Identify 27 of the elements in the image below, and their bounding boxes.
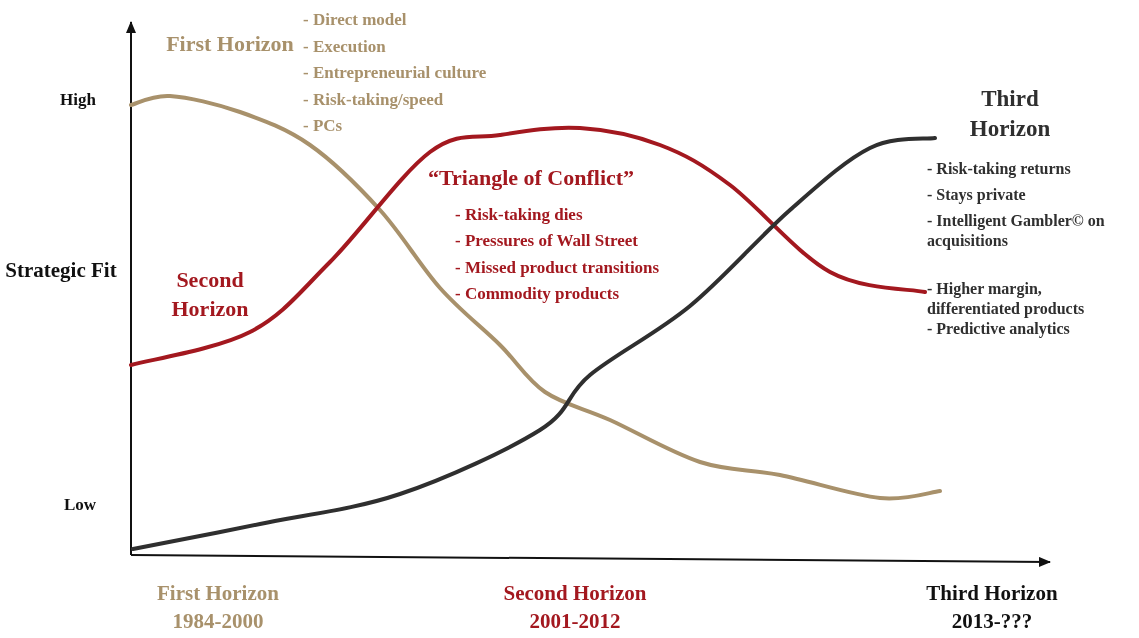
axis-title: Strategic Fit: [4, 257, 118, 284]
bullet-item: - Intelligent Gambler© on acquisitions: [927, 211, 1106, 251]
bullet-item: - Risk-taking returns: [927, 159, 1072, 179]
bullet-item: - Pressures of Wall Street: [455, 230, 639, 252]
era-years: 2013-???: [950, 608, 1034, 635]
bullet-item: - Predictive analytics: [927, 319, 1071, 339]
conflict-heading: “Triangle of Conflict”: [428, 164, 636, 192]
bullet-item: - Stays private: [927, 185, 1027, 205]
bullet-item: - Missed product transitions: [455, 257, 661, 279]
bullet-item: - Entrepreneurial culture: [303, 62, 488, 84]
bullet-item: - Risk-taking dies: [455, 204, 584, 226]
horizon-heading: Third Horizon: [968, 85, 1052, 143]
era-label: Second Horizon: [502, 580, 648, 607]
horizon-heading: First Horizon: [165, 30, 295, 58]
bullet-item: - Commodity products: [455, 283, 621, 305]
bullet-item: - Execution: [303, 36, 387, 58]
era-label: Third Horizon: [925, 580, 1059, 607]
bullet-item: - PCs: [303, 115, 344, 137]
horizon-heading: Second Horizon: [170, 266, 250, 323]
era-years: 2001-2012: [528, 608, 622, 635]
bullet-item: - Higher margin, differentiated products: [927, 279, 1086, 319]
era-years: 1984-2000: [171, 608, 265, 635]
bullet-item: - Risk-taking/speed: [303, 89, 445, 111]
bullet-item: - Direct model: [303, 9, 408, 31]
axis-label: Low: [64, 494, 98, 516]
era-label: First Horizon: [156, 580, 280, 607]
axis-label: High: [60, 89, 97, 111]
